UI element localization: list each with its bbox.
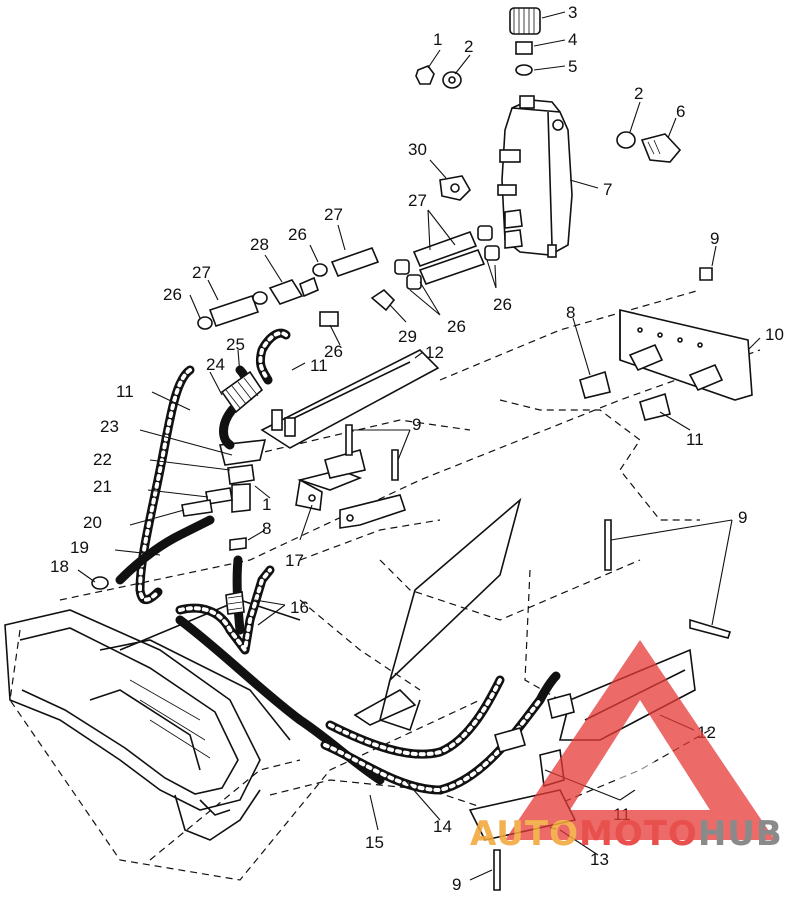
callout-27: 27	[324, 205, 343, 224]
callout-13: 13	[590, 850, 609, 869]
callout-23: 23	[100, 417, 119, 436]
callout-14: 14	[433, 817, 452, 836]
callout-18: 18	[50, 557, 69, 576]
svg-text:AUTOMOTOHUB: AUTOMOTOHUB	[470, 814, 783, 854]
callout-8: 8	[262, 519, 271, 538]
callout-9: 9	[412, 415, 421, 434]
callout-6: 6	[676, 102, 685, 121]
callout-9: 9	[738, 508, 747, 527]
callout-1: 1	[433, 30, 442, 49]
callout-30: 30	[408, 140, 427, 159]
callout-2: 2	[634, 84, 643, 103]
top-nut-washer	[415, 65, 462, 89]
callout-27: 27	[192, 263, 211, 282]
callout-12: 12	[425, 343, 444, 362]
callout-15: 15	[365, 833, 384, 852]
mount-plate-10	[619, 308, 753, 401]
thermostat-assembly	[197, 246, 380, 330]
callout-5: 5	[568, 57, 577, 76]
bulkhead-panel	[353, 497, 522, 732]
callout-19: 19	[70, 538, 89, 557]
callout-20: 20	[83, 513, 102, 532]
corrugated-hose	[220, 370, 264, 615]
callout-21: 21	[93, 477, 112, 496]
callout-1: 1	[262, 495, 271, 514]
tank-hoses	[370, 225, 500, 312]
callout-11: 11	[310, 356, 328, 375]
callout-16: 16	[290, 598, 309, 617]
callout-28: 28	[250, 235, 269, 254]
callout-2: 2	[464, 37, 473, 56]
callout-8: 8	[566, 303, 575, 322]
callout-11: 11	[686, 430, 704, 449]
callout-26: 26	[493, 295, 512, 314]
automotohub-watermark: AUTOMOTOHUB	[470, 640, 783, 854]
right-bolt-washer	[616, 131, 682, 163]
callout-7: 7	[603, 180, 612, 199]
clamp-30	[439, 175, 471, 201]
callout-26: 26	[447, 317, 466, 336]
callout-26: 26	[324, 342, 343, 361]
callout-4: 4	[568, 30, 577, 49]
callout-10: 10	[765, 325, 784, 344]
tank-cap	[509, 7, 541, 76]
callout-25: 25	[226, 335, 245, 354]
watermark-triangle-logo	[505, 640, 775, 840]
watermark-auto: AUTO	[470, 814, 579, 854]
callout-17: 17	[285, 551, 304, 570]
coolant-tank	[497, 95, 573, 258]
callout-3: 3	[568, 3, 577, 22]
front-bumper-frame	[4, 599, 301, 841]
callout-29: 29	[398, 327, 417, 346]
callout-27: 27	[408, 191, 427, 210]
callout-9: 9	[452, 875, 461, 894]
callout-11: 11	[116, 382, 134, 401]
callout-22: 22	[93, 450, 112, 469]
clamp-18	[91, 576, 109, 590]
clamps-right	[579, 370, 671, 421]
bracket-17	[295, 449, 407, 529]
bolts-9	[345, 267, 732, 891]
watermark-moto: MOTO	[579, 814, 698, 854]
callout-26: 26	[163, 285, 182, 304]
callout-9: 9	[710, 229, 719, 248]
heater-panel-12	[260, 349, 440, 449]
callout-24: 24	[206, 355, 225, 374]
watermark-hub: HUB	[698, 814, 783, 854]
pump-fittings	[181, 439, 267, 551]
callout-26: 26	[288, 225, 307, 244]
